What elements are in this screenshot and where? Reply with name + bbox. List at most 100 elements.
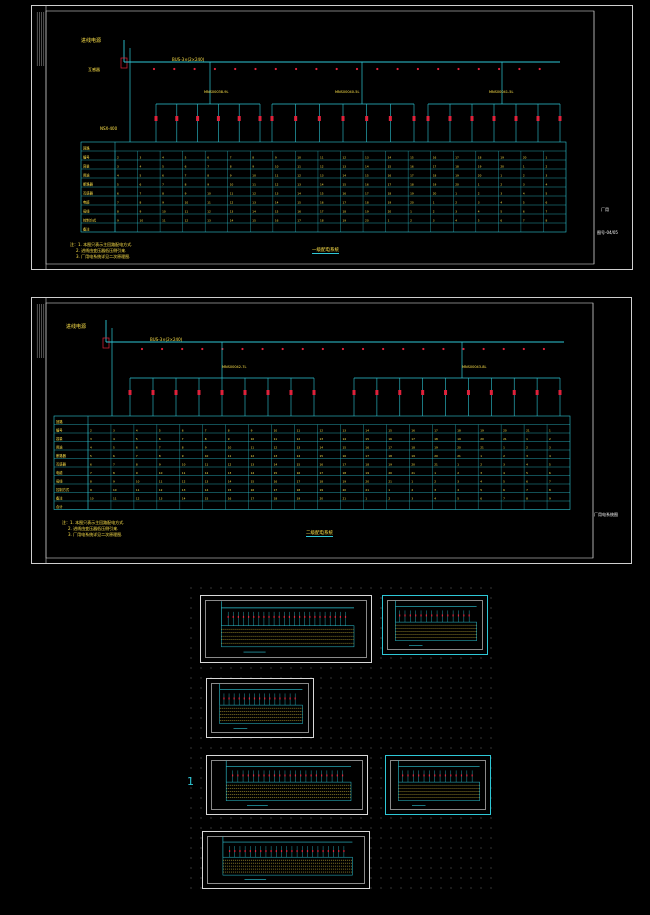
table-cell: 7 <box>113 463 115 467</box>
table-cell: 17 <box>320 210 324 214</box>
thumbnail-4[interactable] <box>206 755 368 815</box>
table-cell: 15 <box>252 219 256 223</box>
table-cell: 1 <box>526 437 528 441</box>
table-cell: 3 <box>545 174 547 178</box>
table-cell: 16 <box>343 192 347 196</box>
table-cell: 18 <box>320 480 324 484</box>
thumbnail-6[interactable] <box>202 831 370 889</box>
table-cell: 13 <box>205 480 209 484</box>
thumb-breaker <box>228 697 230 700</box>
table-cell: 18 <box>411 446 415 450</box>
thumb-breaker <box>466 774 468 777</box>
table-cell: 9 <box>275 156 277 160</box>
table-cell: 14 <box>182 497 186 501</box>
table-cell: 10 <box>113 488 117 492</box>
table-cell: 4 <box>545 183 547 187</box>
diagram-caption: 二级配电系统 <box>306 531 333 537</box>
table-cell: 11 <box>113 497 117 501</box>
table-cell: 15 <box>297 201 301 205</box>
table-row-header: 容量 <box>56 436 63 441</box>
table-cell: 2 <box>503 454 505 458</box>
bus-breaker <box>518 67 521 71</box>
table-cell: 12 <box>205 471 209 475</box>
table-cell: 13 <box>251 463 255 467</box>
table-cell: 8 <box>140 201 142 205</box>
thumb-breaker <box>263 774 265 777</box>
feeder-breaker <box>174 390 178 395</box>
table-cell: 5 <box>185 156 187 160</box>
thumb-breaker <box>244 850 246 853</box>
table-row-header: 电缆 <box>56 470 63 475</box>
thumb-breaker <box>291 850 293 853</box>
table-cell: 9 <box>251 429 253 433</box>
bus-breaker <box>396 67 399 71</box>
bus-breaker <box>301 347 304 351</box>
feeder-breaker <box>270 116 274 121</box>
table-cell: 20 <box>320 497 324 501</box>
thumb-breaker <box>243 697 245 700</box>
table-cell: 10 <box>228 446 232 450</box>
table-cell: 20 <box>500 165 504 169</box>
table-row-header: 电缆 <box>83 200 90 205</box>
thumb-breaker <box>284 697 286 700</box>
bus-breaker <box>261 347 264 351</box>
bus-breaker <box>422 347 425 351</box>
thumbnail-3[interactable] <box>206 678 314 738</box>
thumbnail-2[interactable] <box>382 595 488 655</box>
table-cell: 15 <box>251 480 255 484</box>
table-cell: 18 <box>297 488 301 492</box>
thumb-breaker <box>242 774 244 777</box>
table-cell: 9 <box>136 471 138 475</box>
thumbnail-5[interactable] <box>385 755 491 815</box>
table-cell: 6 <box>159 437 161 441</box>
bus-breaker <box>498 67 501 71</box>
table-cell: 17 <box>251 497 255 501</box>
table-cell: 5 <box>113 446 115 450</box>
thumb-breaker <box>275 850 277 853</box>
table-cell: 14 <box>320 446 324 450</box>
table-cell: 7 <box>182 437 184 441</box>
thumb-breaker <box>425 614 427 617</box>
thumb-breaker <box>253 615 255 618</box>
bus-breaker <box>477 67 480 71</box>
table-cell: 4 <box>549 454 551 458</box>
table-cell: 11 <box>162 219 166 223</box>
feeder-breaker <box>512 390 516 395</box>
table-cell: 16 <box>411 429 415 433</box>
note-1: 注：1. 本图只表示主回路配电方式. <box>70 242 133 247</box>
feeder-breaker <box>492 116 496 121</box>
thumb-breaker <box>296 850 298 853</box>
table-cell: 8 <box>230 165 232 169</box>
table-cell: 3 <box>434 488 436 492</box>
table-cell: 15 <box>274 471 278 475</box>
thumb-breaker <box>283 615 285 618</box>
bus-breaker <box>281 347 284 351</box>
thumb-breaker <box>237 615 239 618</box>
table-cell: 9 <box>252 165 254 169</box>
feeder-breaker <box>352 390 356 395</box>
table-cell: 20 <box>523 156 527 160</box>
table-cell: 7 <box>90 471 92 475</box>
inner-frame <box>45 10 595 265</box>
table-cell: 9 <box>549 497 551 501</box>
thumb-breaker <box>263 615 265 618</box>
thumb-breaker <box>288 615 290 618</box>
table-cell: 21 <box>526 429 530 433</box>
table-cell: 11 <box>230 192 234 196</box>
thumbnail-1[interactable] <box>200 595 372 663</box>
bus-breaker <box>221 347 224 351</box>
table-cell: 3 <box>549 446 551 450</box>
table-cell: 7 <box>207 165 209 169</box>
feeder-breaker <box>470 116 474 121</box>
table-cell: 3 <box>500 192 502 196</box>
thumb-breaker <box>300 774 302 777</box>
table-cell: 12 <box>275 183 279 187</box>
table-cell: 13 <box>207 219 211 223</box>
table-cell: 8 <box>526 497 528 501</box>
table-cell: 18 <box>343 210 347 214</box>
table-cell: 12 <box>228 463 232 467</box>
thumb-breaker <box>321 774 323 777</box>
thumb-breaker <box>268 615 270 618</box>
